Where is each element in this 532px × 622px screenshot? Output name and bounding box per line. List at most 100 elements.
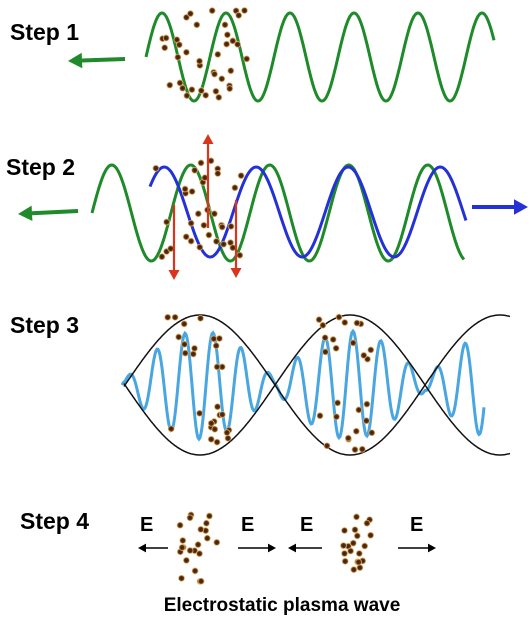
particle-icon — [319, 321, 327, 329]
particle-icon — [196, 550, 203, 557]
particle-icon — [221, 21, 229, 29]
particle-icon — [196, 57, 203, 65]
particle-icon — [183, 92, 191, 99]
particle-icon — [213, 438, 221, 446]
green-left-arrow-icon-head — [68, 52, 83, 69]
particle-icon — [349, 339, 357, 347]
particle-icon — [188, 188, 196, 195]
particle-icon — [218, 223, 226, 231]
black-horizontal-arrow-icon-head — [268, 543, 276, 553]
particle-icon — [216, 335, 223, 342]
particle-icon — [368, 429, 376, 437]
particle-icon — [203, 519, 210, 527]
step-1-particles — [159, 7, 251, 101]
particle-icon — [196, 243, 204, 251]
particle-icon — [211, 210, 218, 218]
particle-icon — [243, 55, 251, 63]
particle-icon — [181, 185, 189, 193]
particle-icon — [363, 417, 370, 425]
particle-icon — [193, 21, 201, 29]
particle-icon — [194, 541, 202, 548]
particle-icon — [353, 319, 361, 327]
field-label-e: E — [410, 514, 423, 536]
particle-icon — [208, 7, 216, 14]
particle-icon — [158, 253, 166, 261]
particle-icon — [206, 512, 213, 520]
step-4-panel: E E E E Electrostatic plasma wave — [138, 511, 436, 616]
particle-icon — [315, 316, 323, 323]
step-1-label: Step 1 — [10, 19, 79, 45]
particle-icon — [186, 514, 194, 522]
step-2-green-wave — [90, 163, 466, 263]
black-horizontal-arrow-icon-head — [138, 543, 146, 553]
particle-icon — [176, 79, 184, 87]
step-3-envelope-upper — [123, 314, 511, 456]
particle-icon — [211, 70, 218, 78]
particle-icon — [223, 429, 231, 436]
particle-icon — [226, 85, 234, 92]
particle-icon — [323, 442, 331, 450]
particle-icon — [363, 400, 371, 408]
particle-icon — [183, 557, 190, 564]
particle-icon — [241, 7, 248, 14]
particle-icon — [355, 550, 363, 557]
particle-icon — [179, 84, 186, 92]
particle-icon — [180, 320, 188, 328]
particle-icon — [344, 434, 352, 442]
particle-icon — [213, 363, 221, 371]
red-vertical-arrow-icon-head — [168, 270, 180, 280]
particle-icon — [175, 333, 183, 341]
step-4-particles — [176, 511, 374, 585]
particle-icon — [360, 352, 368, 359]
particle-icon — [162, 34, 170, 42]
green-left-arrow-icon-shaft — [81, 57, 126, 63]
particle-icon — [183, 48, 190, 56]
particle-icon — [187, 219, 195, 227]
particle-icon — [175, 41, 183, 49]
particle-icon — [218, 411, 226, 418]
particle-icon — [166, 81, 174, 89]
step-4-arrows — [138, 543, 436, 553]
field-label-e: E — [241, 514, 254, 536]
particle-icon — [167, 425, 175, 433]
particle-icon — [358, 445, 366, 453]
particle-icon — [181, 349, 189, 357]
step-3-label: Step 3 — [10, 312, 79, 338]
particle-icon — [212, 342, 220, 350]
particle-icon — [197, 87, 205, 94]
particle-icon — [322, 348, 329, 356]
particle-icon — [181, 340, 188, 348]
particle-icon — [163, 218, 170, 226]
particle-icon — [220, 240, 227, 248]
field-label-e: E — [300, 514, 313, 536]
green-left-arrow-icon — [18, 205, 79, 221]
particle-icon — [213, 539, 221, 546]
particle-icon — [333, 413, 340, 421]
particle-icon — [161, 44, 169, 52]
particle-icon — [174, 53, 182, 61]
particle-icon — [341, 527, 348, 534]
particle-icon — [205, 231, 213, 239]
particle-icon — [171, 313, 179, 321]
blue-right-arrow-icon-head — [514, 199, 528, 215]
particle-icon — [363, 519, 371, 527]
particle-icon — [178, 544, 186, 551]
particle-icon — [352, 427, 360, 435]
particle-icon — [167, 245, 175, 252]
step-2-blue-wave — [148, 165, 468, 259]
particle-icon — [367, 346, 375, 354]
step-1-panel — [68, 7, 496, 103]
particle-icon — [355, 558, 362, 566]
particle-icon — [231, 184, 239, 192]
particle-icon — [332, 344, 340, 352]
green-left-arrow-icon — [68, 52, 126, 69]
particle-icon — [197, 577, 205, 585]
particle-icon — [215, 94, 223, 101]
particle-icon — [356, 564, 364, 571]
particle-icon — [176, 521, 184, 529]
blue-right-arrow-icon — [472, 199, 528, 215]
step-4-label: Step 4 — [20, 508, 89, 534]
particle-icon — [214, 170, 222, 177]
